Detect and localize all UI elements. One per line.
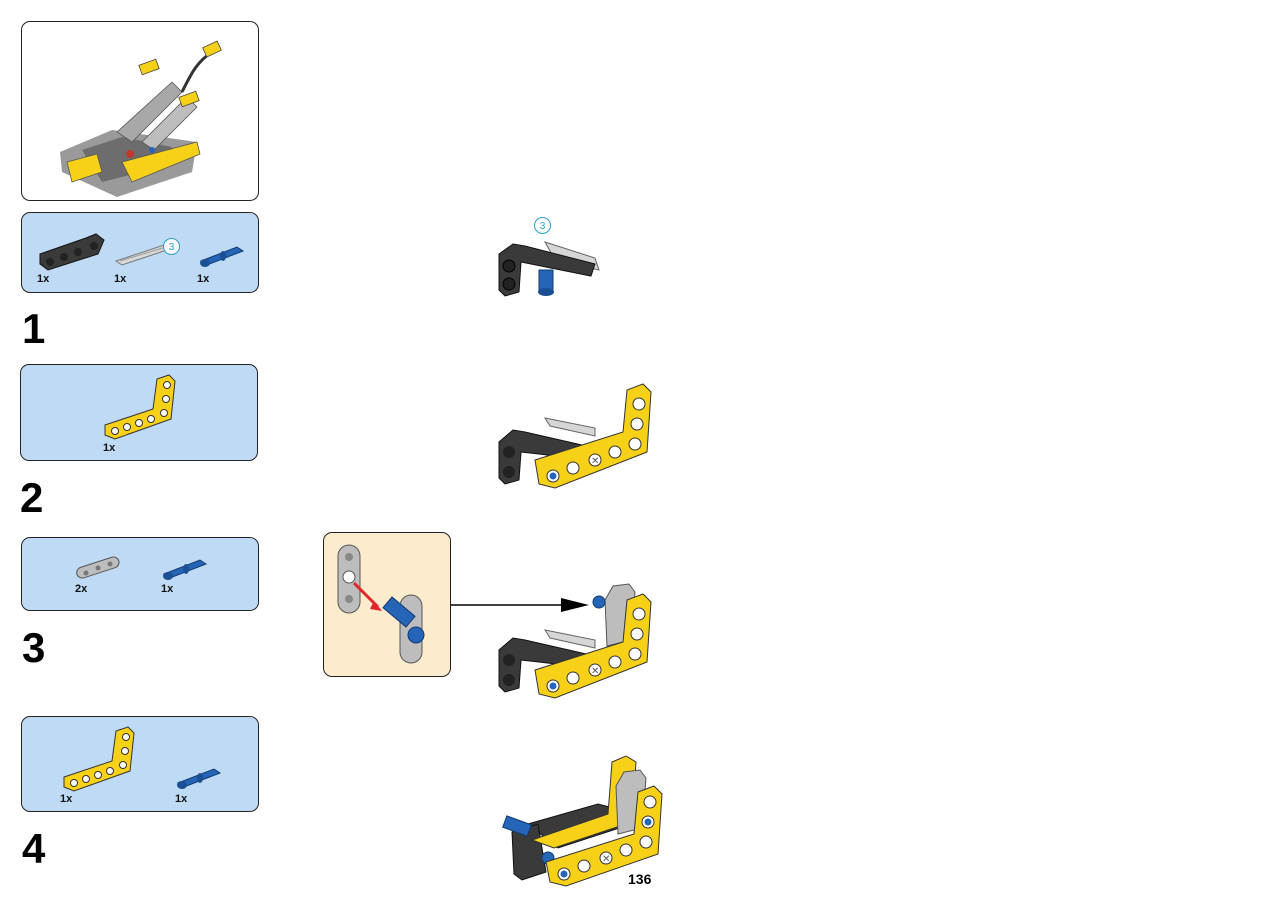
- step-number-1: 1: [22, 305, 46, 352]
- part-qty: 1x: [175, 793, 188, 805]
- part-qty: 1x: [114, 273, 127, 285]
- axle-length-marker: 3: [163, 238, 180, 255]
- part-qty: 1x: [161, 583, 174, 595]
- part-qty: 1x: [197, 273, 210, 285]
- svg-text:✕: ✕: [591, 666, 599, 677]
- part-black-angled-beam: [39, 233, 105, 271]
- svg-text:✕: ✕: [602, 854, 610, 865]
- svg-text:✕: ✕: [591, 456, 599, 467]
- parts-list-step-3: 2x 1x: [21, 537, 259, 611]
- assembly-step-3-image: ✕: [498, 583, 652, 699]
- sub-assembly-callout: [323, 532, 451, 677]
- overview-model-image: [60, 40, 222, 197]
- callout-arrow: [451, 598, 589, 612]
- part-qty: 1x: [103, 442, 116, 454]
- part-qty: 2x: [75, 583, 88, 595]
- step-number-4: 4: [22, 825, 46, 872]
- part-qty: 1x: [37, 273, 50, 285]
- overview-panel: [21, 21, 259, 201]
- part-blue-axle-pin: [162, 559, 208, 580]
- assembly-step-2-image: ✕: [498, 383, 652, 489]
- parts-list-step-2: 1x: [20, 364, 258, 461]
- step-number-3: 3: [22, 624, 46, 671]
- parts-list-step-4: 1x 1x: [21, 716, 259, 812]
- part-grey-thin-beam: [76, 556, 120, 579]
- assembly-step-1-image: [498, 241, 600, 297]
- part-blue-axle-pin: [199, 246, 245, 267]
- part-blue-axle-pin: [176, 768, 222, 789]
- step-number-2: 2: [20, 474, 44, 521]
- part-yellow-l-beam: [63, 726, 135, 792]
- parts-list-step-1: 1x 3 1x 1x: [21, 212, 259, 293]
- assembly-step-4-image: ✕: [502, 755, 663, 887]
- page-number: 136: [628, 871, 652, 887]
- part-yellow-l-beam: [104, 374, 176, 440]
- assembly-axle-marker: 3: [534, 217, 551, 234]
- part-qty: 1x: [60, 793, 73, 805]
- callout-image: [337, 544, 425, 664]
